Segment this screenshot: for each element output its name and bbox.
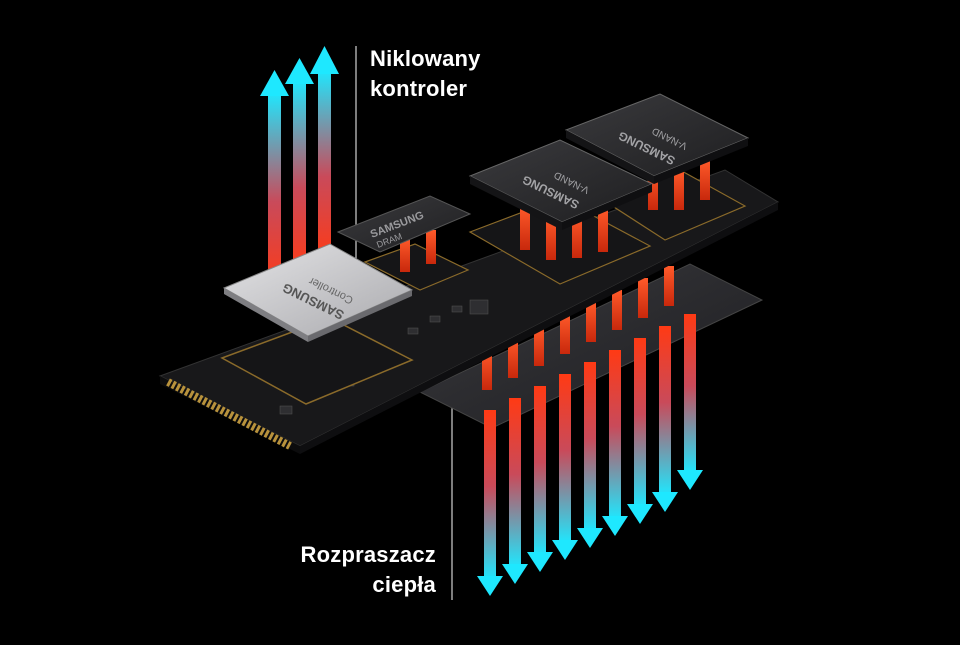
up-arrow: [310, 46, 339, 264]
controller-label: Niklowany kontroler: [370, 44, 481, 104]
down-arrow: [652, 326, 678, 512]
chip-heat-pillars: [400, 160, 710, 272]
down-arrow: [627, 338, 653, 524]
heat-spreader-label-line-2: ciepła: [372, 572, 436, 597]
spreader-heat-pillars: [482, 266, 674, 390]
controller-label-line-1: Niklowany: [370, 46, 481, 71]
dram-chip: SAMSUNG DRAM: [336, 195, 472, 253]
nickel-controller-plate: SAMSUNG Controller: [222, 243, 414, 342]
board-dram-package: [363, 243, 470, 291]
heat-spreader-label: Rozpraszacz ciepła: [250, 540, 436, 600]
gold-connector: [166, 378, 292, 450]
down-arrow: [552, 374, 578, 560]
heat-spreader-label-line-1: Rozpraszacz: [300, 542, 436, 567]
heat-spreader-plate: [418, 263, 764, 429]
downward-heat-arrows: [477, 314, 703, 596]
up-arrow: [285, 58, 314, 276]
down-arrow: [602, 350, 628, 536]
nand-chip-1: SAMSUNG V-NAND: [468, 139, 654, 230]
nand-chip-2: SAMSUNG V-NAND: [564, 93, 750, 184]
down-arrow: [477, 410, 503, 596]
down-arrow: [677, 314, 703, 490]
upward-heat-arrows: [260, 46, 339, 292]
down-arrow: [502, 398, 528, 584]
controller-label-line-2: kontroler: [370, 76, 468, 101]
down-arrow: [527, 386, 553, 572]
down-arrow: [577, 362, 603, 548]
up-arrow: [260, 70, 289, 292]
